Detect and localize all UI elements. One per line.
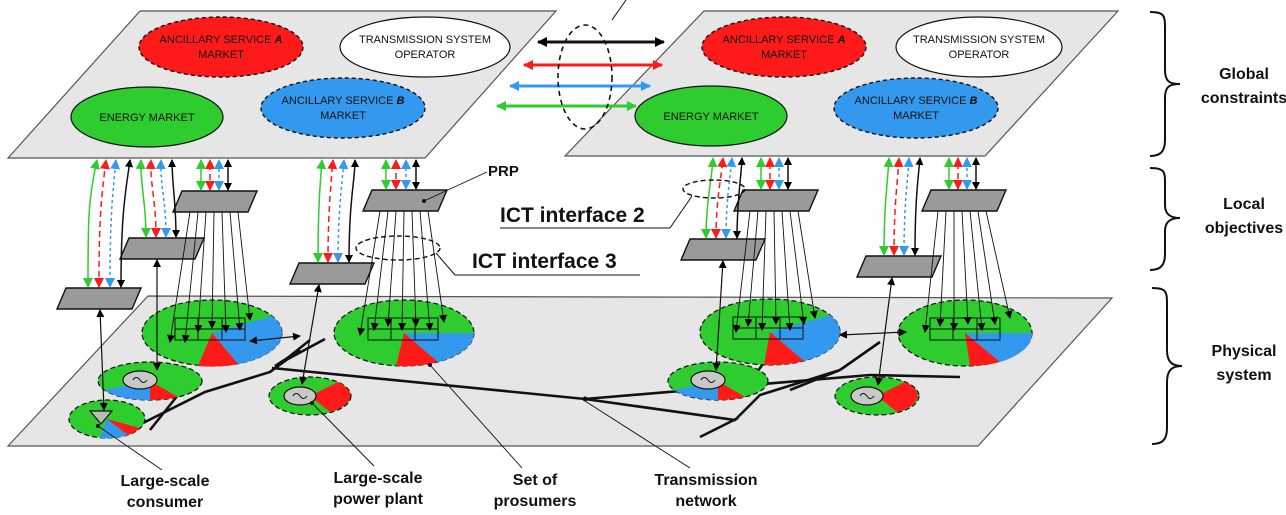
large-scale-consumer — [68, 399, 146, 439]
brace-global — [1149, 11, 1181, 157]
svg-text:ICT interface 3: ICT interface 3 — [472, 250, 617, 273]
svg-text:network: network — [675, 493, 736, 510]
svg-text:Large-scale: Large-scale — [334, 470, 423, 487]
brace-local — [1149, 167, 1181, 271]
svg-text:ANCILLARY SERVICE A: ANCILLARY SERVICE A — [160, 34, 283, 46]
local-label-1: Local — [1223, 196, 1265, 213]
svg-text:ENERGY MARKET: ENERGY MARKET — [663, 111, 758, 123]
prosumers-right2 — [897, 299, 1033, 367]
local-label-2: objectives — [1205, 220, 1283, 237]
prp-prosumers-right2 — [920, 189, 1008, 212]
svg-text:ANCILLARY SERVICE A: ANCILLARY SERVICE A — [723, 34, 846, 46]
global-label-1: Global — [1219, 66, 1269, 83]
prp-plant-left — [118, 237, 206, 260]
prosumers-right1 — [699, 298, 841, 366]
tso-left: TRANSMISSION SYSTEM OPERATOR — [339, 16, 511, 78]
svg-text:ANCILLARY SERVICE B: ANCILLARY SERVICE B — [855, 95, 978, 107]
power-plant-mid — [268, 376, 352, 416]
svg-text:TRANSMISSION SYSTEM: TRANSMISSION SYSTEM — [913, 34, 1045, 46]
svg-text:MARKET: MARKET — [761, 49, 807, 61]
label-prosumers: Set of prosumers — [428, 363, 576, 510]
svg-text:MARKET: MARKET — [320, 110, 366, 122]
as-b-market-left: ANCILLARY SERVICE B MARKET — [260, 77, 426, 139]
svg-text:TRANSMISSION SYSTEM: TRANSMISSION SYSTEM — [359, 34, 491, 46]
label-plant: Large-scale power plant — [310, 401, 424, 508]
prp-plant-mid — [288, 262, 376, 285]
prp-consumer — [55, 287, 143, 310]
svg-text:MARKET: MARKET — [893, 110, 939, 122]
svg-text:ENERGY MARKET: ENERGY MARKET — [99, 112, 194, 124]
svg-text:Set of: Set of — [513, 472, 558, 489]
svg-text:ICT interface 2: ICT interface 2 — [500, 204, 645, 227]
svg-text:MARKET: MARKET — [198, 49, 244, 61]
physical-label-2: system — [1216, 367, 1271, 384]
prp-unit-links — [96, 259, 907, 411]
energy-market-right: ENERGY MARKET — [634, 85, 788, 147]
ict-interface-2-callout: ICT interface 2 — [500, 179, 746, 229]
prp-prosumers-left — [171, 190, 259, 213]
prp-prosumers-right1 — [732, 189, 820, 212]
as-b-market-right: ANCILLARY SERVICE B MARKET — [833, 77, 999, 139]
brace-physical — [1151, 287, 1183, 445]
global-label-2: constraints — [1201, 90, 1286, 107]
inter-area-arrows — [496, 37, 665, 111]
as-a-market-right: ANCILLARY SERVICE A MARKET — [701, 16, 867, 78]
prp-boxes — [55, 189, 1008, 310]
prp-prosumer-fanout — [167, 210, 1013, 343]
prp-market-links — [83, 157, 980, 288]
tso-right: TRANSMISSION SYSTEM OPERATOR — [895, 16, 1063, 78]
prp-plant-right1 — [679, 238, 767, 261]
power-plant-left — [97, 361, 203, 401]
prosumers-mid — [333, 299, 475, 367]
power-plant-right2 — [834, 376, 920, 416]
network-node — [582, 396, 588, 402]
ict-interface-1-marker — [557, 0, 627, 130]
svg-text:power plant: power plant — [333, 491, 423, 508]
physical-label-1: Physical — [1212, 343, 1277, 360]
svg-text:prosumers: prosumers — [494, 493, 577, 510]
svg-text:consumer: consumer — [127, 494, 203, 511]
prp-prosumers-mid — [361, 189, 449, 212]
svg-text:OPERATOR: OPERATOR — [949, 49, 1010, 61]
ict-interface-3-callout: ICT interface 3 — [355, 235, 640, 276]
as-a-market-left: ANCILLARY SERVICE A MARKET — [138, 16, 304, 78]
label-consumer: Large-scale consumer — [96, 424, 210, 511]
energy-market-left: ENERGY MARKET — [70, 86, 224, 148]
label-network: Transmission network — [584, 400, 758, 510]
power-plant-right1 — [667, 361, 769, 401]
svg-text:Large-scale: Large-scale — [121, 473, 210, 490]
prp-plant-right2 — [855, 255, 943, 278]
svg-text:ANCILLARY SERVICE B: ANCILLARY SERVICE B — [282, 95, 405, 107]
prp-callout: PRP — [422, 163, 519, 203]
svg-text:Transmission: Transmission — [654, 472, 757, 489]
svg-text:OPERATOR: OPERATOR — [395, 49, 456, 61]
svg-text:PRP: PRP — [488, 163, 519, 180]
